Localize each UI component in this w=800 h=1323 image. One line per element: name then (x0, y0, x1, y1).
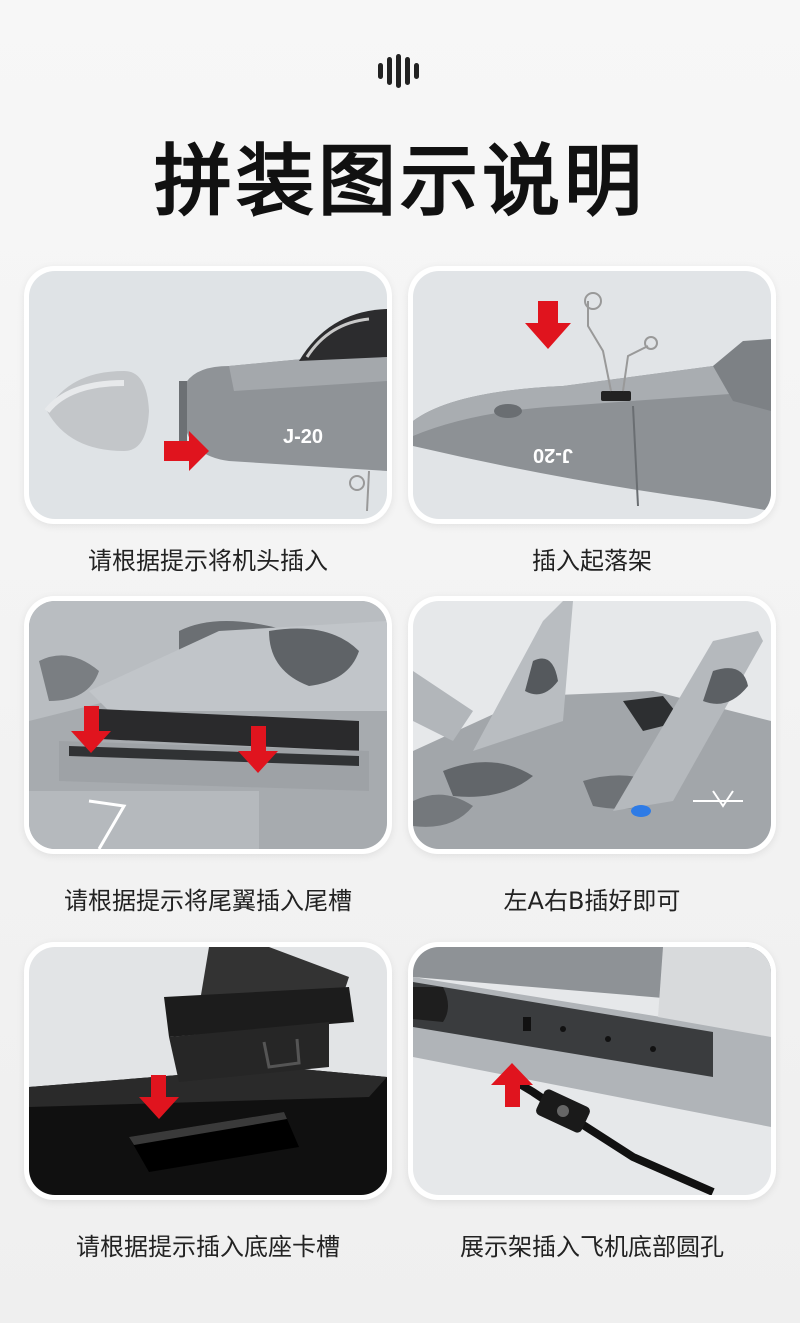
equalizer-bars-icon (378, 54, 419, 88)
j20-marking: J-20 (533, 444, 573, 466)
step-3-caption: 请根据提示将尾翼插入尾槽 (64, 887, 352, 915)
step-1-image: J-20 (24, 266, 392, 524)
step-6-image (408, 942, 776, 1200)
step-3-image (24, 596, 392, 854)
page-title: 拼装图示说明 (153, 137, 646, 227)
step-6-caption: 展示架插入飞机底部圆孔 (460, 1233, 724, 1261)
red-arrow-right-icon (164, 431, 209, 471)
step-5-image (24, 942, 392, 1200)
step-1-caption: 请根据提示将机头插入 (88, 547, 328, 575)
j20-marking: J-20 (283, 426, 323, 448)
step-2-caption: 插入起落架 (532, 547, 652, 575)
red-arrow-down-icon (238, 726, 278, 773)
step-5-caption: 请根据提示插入底座卡槽 (76, 1233, 340, 1261)
red-arrow-down-icon (525, 301, 571, 349)
red-arrow-up-icon (491, 1063, 533, 1107)
red-arrow-down-icon (139, 1075, 179, 1119)
red-arrow-down-icon (71, 706, 111, 753)
step-4-image (408, 596, 776, 854)
step-4-caption: 左A右B插好即可 (503, 887, 681, 915)
step-2-image: J-20 (408, 266, 776, 524)
